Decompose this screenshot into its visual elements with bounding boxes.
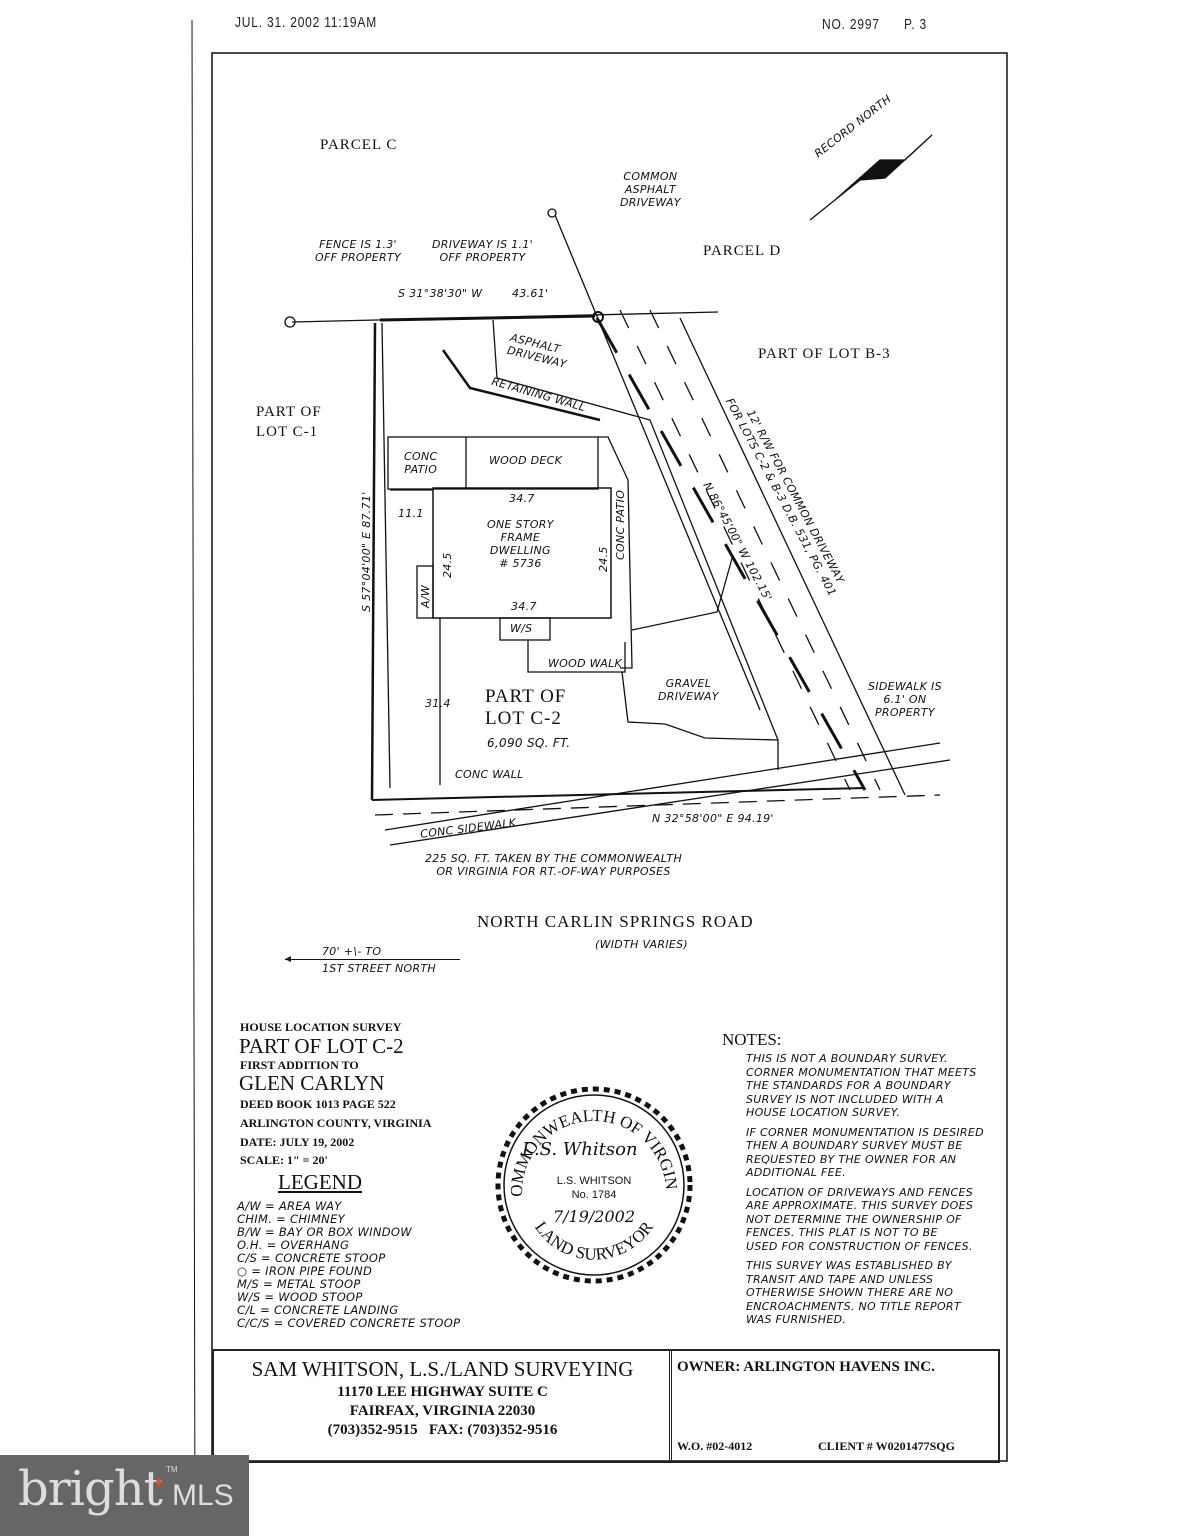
lot-c2-label-2: LOT C-2 xyxy=(485,708,562,729)
sparkle-icon: ✦ xyxy=(152,1475,166,1492)
bearing-north: S 31°38'30" W xyxy=(398,287,483,300)
fax-number: NO. 2997 xyxy=(822,16,880,33)
seal-date: 7/19/2002 xyxy=(552,1207,636,1226)
conc-patio-e-label: CONC PATIO xyxy=(614,489,627,560)
dim-house-left: 24.5 xyxy=(441,552,454,578)
bright-logo-text: bright xyxy=(18,1461,163,1517)
lot-b3-label: PART OF LOT B-3 xyxy=(758,346,891,362)
lot-c2-area: 6,090 SQ. FT. xyxy=(487,736,571,750)
dim-setback-side: 11.1 xyxy=(398,507,424,520)
bearing-south: N 32°58'00" E 94.19' xyxy=(652,812,774,825)
distance-line-2: 1ST STREET NORTH xyxy=(322,962,436,975)
seal-name: L.S. WHITSON xyxy=(556,1175,632,1187)
lot-c1-label-1: PART OF xyxy=(256,404,322,420)
client-number: CLIENT # W0201477SQG xyxy=(818,1439,955,1453)
seal-number: No. 1784 xyxy=(571,1189,617,1201)
seal-ring-icon: COMMONWEALTH OF VIRGINIA LAND SURVEYOR xyxy=(486,1068,693,1284)
notes-paragraph: THIS IS NOT A BOUNDARY SURVEY.CORNER MON… xyxy=(746,1052,977,1119)
notes-title: NOTES: xyxy=(722,1030,782,1049)
distance-north: 43.61' xyxy=(512,287,549,300)
survey-addition: FIRST ADDITION TO xyxy=(240,1058,359,1072)
mls-logo-text: MLS xyxy=(172,1479,234,1512)
legend-item: B/W = BAY OR BOX WINDOW xyxy=(237,1225,412,1239)
bright-mls-watermark: bright ✦ TM MLS xyxy=(0,1455,249,1536)
legend-item: ○ = IRON PIPE FOUND xyxy=(237,1264,373,1278)
company-name: SAM WHITSON, L.S./LAND SURVEYING xyxy=(251,1357,634,1381)
surveyor-seal: COMMONWEALTH OF VIRGINIA LAND SURVEYOR L… xyxy=(486,1068,696,1287)
legend-list: A/W = AREA WAY CHIM. = CHIMNEY B/W = BAY… xyxy=(237,1200,460,1330)
arrow-left-icon: ◄ xyxy=(283,954,293,965)
survey-deed: DEED BOOK 1013 PAGE 522 xyxy=(240,1097,396,1111)
title-block-company: SAM WHITSON, L.S./LAND SURVEYING 11170 L… xyxy=(212,1349,672,1463)
legend-item: A/W = AREA WAY xyxy=(237,1199,342,1213)
survey-date: DATE: JULY 19, 2002 xyxy=(240,1135,355,1149)
company-address-1: 11170 LEE HIGHWAY SUITE C xyxy=(337,1384,548,1400)
work-order: W.O. #02-4012 xyxy=(677,1439,753,1453)
bearing-west: S 57°04'00" E 87.71' xyxy=(360,491,373,612)
title-block-owner: OWNER: ARLINGTON HAVENS INC. W.O. #02-40… xyxy=(669,1349,1000,1463)
wood-stoop-label: W/S xyxy=(510,622,533,635)
distance-arrow-line xyxy=(285,959,460,960)
distance-line-1: 70' +\- TO xyxy=(322,945,382,958)
conc-wall-label: CONC WALL xyxy=(455,768,524,781)
area-way-label: A/W xyxy=(419,584,432,608)
survey-scale: SCALE: 1" = 20' xyxy=(240,1153,328,1167)
dim-house-top: 34.7 xyxy=(509,492,535,505)
company-phone: (703)352-9515 FAX: (703)352-9516 xyxy=(327,1422,558,1438)
parcel-d-label: PARCEL D xyxy=(703,243,782,259)
dim-house-bottom: 34.7 xyxy=(511,600,537,613)
wood-deck-label: WOOD DECK xyxy=(489,454,563,467)
parcel-c-label: PARCEL C xyxy=(320,137,398,153)
fax-page: P. 3 xyxy=(904,16,927,33)
survey-type: HOUSE LOCATION SURVEY xyxy=(240,1020,402,1034)
legend-item: C/C/S = COVERED CONCRETE STOOP xyxy=(237,1316,461,1330)
driveway-off-callout: DRIVEWAY IS 1.1'OFF PROPERTY xyxy=(432,238,533,264)
legend-item: W/S = WOOD STOOP xyxy=(237,1290,363,1304)
lot-c1-label-2: LOT C-1 xyxy=(256,424,319,440)
wood-walk-label: WOOD WALK xyxy=(548,657,623,670)
dim-house-right: 24.5 xyxy=(597,546,610,572)
survey-subdivision: GLEN CARLYN xyxy=(239,1071,385,1095)
trademark-mark: TM xyxy=(166,1465,178,1474)
survey-county: ARLINGTON COUNTY, VIRGINIA xyxy=(240,1116,432,1130)
legend-item: M/S = METAL STOOP xyxy=(237,1277,361,1291)
legend-title: LEGEND xyxy=(278,1170,362,1194)
legend-item: C/S = CONCRETE STOOP xyxy=(237,1251,386,1265)
fence-off-callout: FENCE IS 1.3'OFF PROPERTY xyxy=(315,238,402,264)
company-address-2: FAIRFAX, VIRGINIA 22030 xyxy=(349,1403,536,1419)
lot-c2-label-1: PART OF xyxy=(485,686,567,707)
road-name: NORTH CARLIN SPRINGS ROAD xyxy=(477,912,754,931)
notes-body: THIS IS NOT A BOUNDARY SURVEY.CORNER MON… xyxy=(746,1052,984,1327)
survey-lot: PART OF LOT C-2 xyxy=(239,1034,404,1058)
legend-item: C/L = CONCRETE LANDING xyxy=(237,1303,399,1317)
owner-name: OWNER: ARLINGTON HAVENS INC. xyxy=(677,1359,935,1375)
legend-item: CHIM. = CHIMNEY xyxy=(237,1212,345,1226)
road-width-note: (WIDTH VARIES) xyxy=(595,938,688,951)
fax-timestamp: JUL. 31. 2002 11:19AM xyxy=(235,14,377,31)
legend-item: O.H. = OVERHANG xyxy=(237,1238,350,1252)
seal-signature: L.S. Whitson xyxy=(522,1139,638,1160)
dim-setback-front: 31.4 xyxy=(425,697,451,710)
